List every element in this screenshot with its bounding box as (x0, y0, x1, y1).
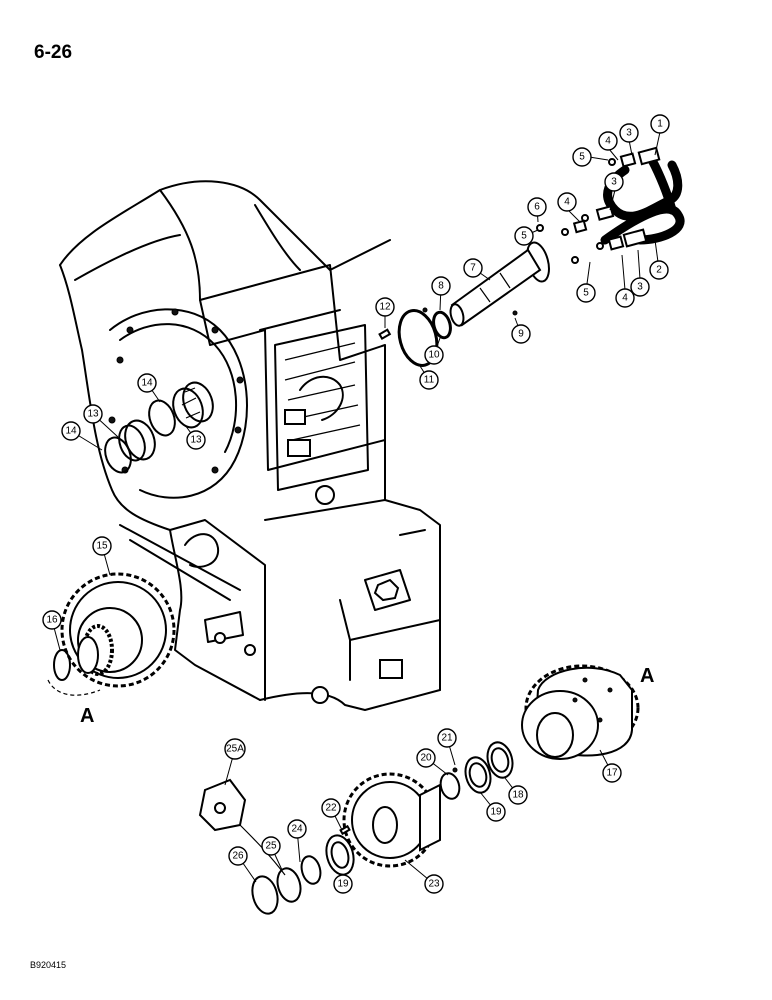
svg-text:4: 4 (622, 293, 628, 304)
hose-fittings (536, 146, 661, 264)
svg-text:5: 5 (521, 231, 527, 242)
svg-text:26: 26 (232, 851, 244, 862)
washers-18-19-20 (439, 741, 514, 800)
callout-5: 5 (572, 147, 592, 167)
callout-9: 9 (511, 324, 531, 344)
callout-20: 20 (416, 748, 436, 768)
callout-15: 15 (92, 536, 112, 556)
svg-text:5: 5 (579, 152, 585, 163)
washers-lower (198, 778, 355, 915)
callout-3: 3 (619, 123, 639, 143)
svg-text:14: 14 (65, 426, 77, 437)
svg-text:24: 24 (291, 824, 303, 835)
svg-text:23: 23 (428, 879, 440, 890)
callout-5: 5 (514, 226, 534, 246)
callout-6: 6 (527, 197, 547, 217)
callout-16: 16 (42, 610, 62, 630)
svg-text:14: 14 (141, 378, 153, 389)
callout-3: 3 (630, 277, 650, 297)
svg-text:20: 20 (420, 753, 432, 764)
callout-8: 8 (431, 276, 451, 296)
svg-text:19: 19 (337, 879, 349, 890)
svg-text:10: 10 (428, 350, 440, 361)
svg-text:6: 6 (534, 202, 540, 213)
svg-text:11: 11 (424, 375, 435, 386)
callout-4: 4 (598, 131, 618, 151)
svg-text:7: 7 (470, 263, 476, 274)
callout-26: 26 (228, 846, 248, 866)
clutch-hub-17 (521, 664, 640, 760)
callout-10: 10 (424, 345, 444, 365)
callout-25: 25 (261, 836, 281, 856)
callout-5: 5 (576, 283, 596, 303)
view-label-a-right: A (640, 665, 654, 687)
svg-text:4: 4 (605, 136, 611, 147)
svg-text:25: 25 (265, 841, 277, 852)
callout-21: 21 (437, 728, 457, 748)
svg-text:13: 13 (87, 409, 99, 420)
svg-text:1: 1 (657, 119, 663, 130)
callout-17: 17 (602, 763, 622, 783)
svg-text:21: 21 (441, 733, 453, 744)
svg-text:25A: 25A (226, 744, 244, 755)
svg-text:3: 3 (637, 282, 643, 293)
hydraulic-hoses (600, 155, 685, 245)
svg-text:13: 13 (190, 435, 202, 446)
svg-text:19: 19 (490, 807, 502, 818)
svg-text:8: 8 (438, 281, 444, 292)
callout-25A: 25A (224, 738, 246, 760)
svg-text:12: 12 (379, 302, 391, 313)
callout-1: 1 (650, 114, 670, 134)
svg-text:9: 9 (518, 329, 524, 340)
callout-18: 18 (508, 785, 528, 805)
callout-14: 14 (61, 421, 81, 441)
svg-text:5: 5 (583, 288, 589, 299)
svg-text:18: 18 (512, 790, 524, 801)
callout-4: 4 (557, 192, 577, 212)
callout-3: 3 (604, 172, 624, 192)
callout-12: 12 (375, 297, 395, 317)
view-label-a-left: A (80, 705, 94, 727)
shaft-assembly (422, 241, 550, 327)
rings-10-11 (378, 309, 452, 367)
svg-text:15: 15 (96, 541, 108, 552)
callout-22: 22 (321, 798, 341, 818)
leader-lines (51, 131, 661, 885)
page-number: 6-26 (34, 42, 73, 63)
callout-19: 19 (486, 802, 506, 822)
svg-text:3: 3 (626, 128, 632, 139)
callout-24: 24 (287, 819, 307, 839)
svg-text:2: 2 (656, 265, 662, 276)
svg-text:3: 3 (611, 177, 617, 188)
gear-23 (342, 772, 441, 868)
callout-14: 14 (137, 373, 157, 393)
callout-19: 19 (333, 874, 353, 894)
svg-text:4: 4 (564, 197, 570, 208)
callout-7: 7 (463, 258, 483, 278)
callout-11: 11 (419, 370, 439, 390)
callout-2: 2 (649, 260, 669, 280)
bearings-13-14 (104, 381, 214, 474)
svg-text:22: 22 (325, 803, 337, 814)
callout-4: 4 (615, 288, 635, 308)
callout-13: 13 (83, 404, 103, 424)
gear-15 (47, 572, 176, 696)
callout-13: 13 (186, 430, 206, 450)
callout-23: 23 (424, 874, 444, 894)
svg-text:16: 16 (46, 615, 58, 626)
figure-id: B920415 (30, 960, 67, 970)
svg-text:17: 17 (606, 768, 618, 779)
